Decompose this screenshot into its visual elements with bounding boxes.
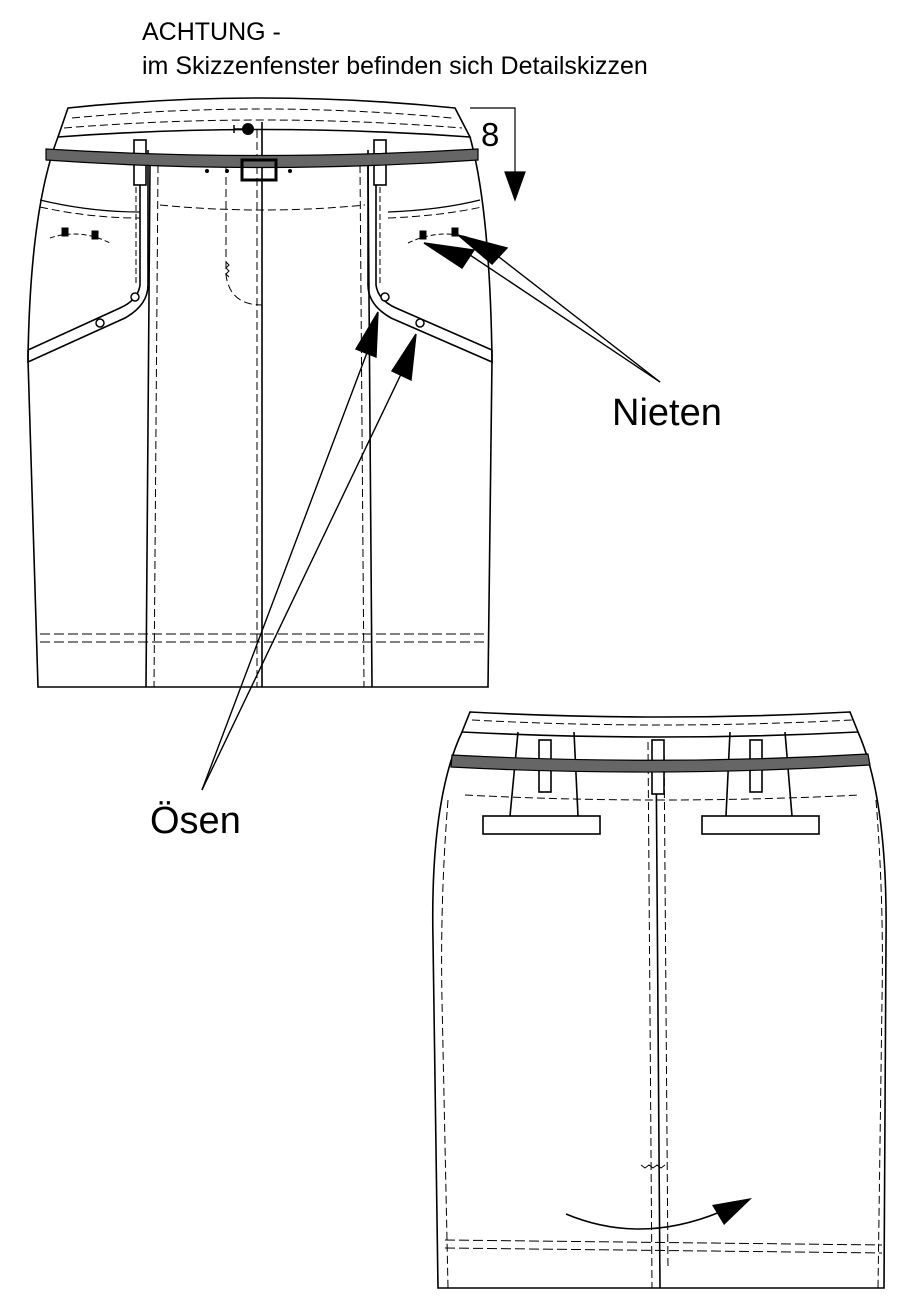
- oesen-pointers: [201, 311, 417, 791]
- skirt-front-view: [27, 97, 493, 688]
- front-waistband-stitch: [71, 108, 453, 119]
- back-waistband: [460, 711, 860, 738]
- back-right-welt-pocket: [701, 815, 820, 835]
- rivets: [49, 227, 471, 244]
- belt-buckle: [240, 158, 278, 182]
- back-center-seam: [655, 741, 661, 1289]
- front-waistband: [56, 97, 472, 138]
- nieten-pointers: [423, 234, 661, 383]
- front-left-panel-seam: [145, 164, 151, 688]
- notice-title: ACHTUNG -: [142, 18, 281, 46]
- back-left-welt-pocket: [482, 815, 601, 835]
- notice-subtitle: im Skizzenfenster befinden sich Detailsk…: [142, 52, 648, 80]
- slit-direction-arrow: [565, 1198, 752, 1230]
- eyelets: [95, 292, 425, 328]
- eyelets-callout-label: Ösen: [150, 800, 241, 842]
- front-belt: [45, 148, 479, 182]
- front-fly: [225, 165, 263, 306]
- skirt-back-view: [431, 711, 887, 1289]
- rivets-callout-label: Nieten: [612, 392, 722, 434]
- back-skirt-outline: [431, 731, 887, 1289]
- front-button: [233, 123, 254, 135]
- size-marker: 8: [481, 116, 500, 153]
- front-left-pocket: [27, 150, 149, 364]
- front-right-pocket: [367, 150, 493, 364]
- size-indicator: [470, 107, 526, 202]
- back-belt: [450, 753, 871, 773]
- front-skirt-outline: [27, 136, 493, 688]
